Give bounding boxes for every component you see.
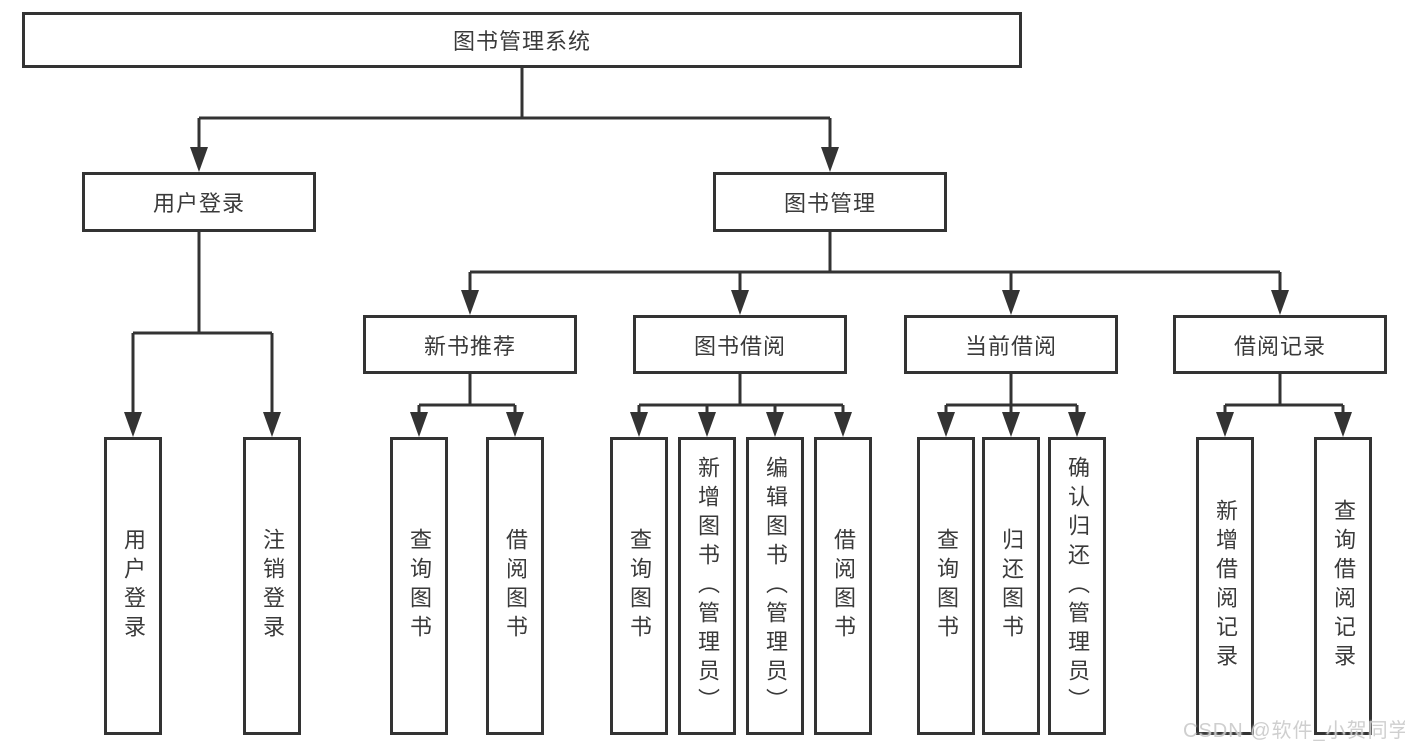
node-label: 图书管理 [783,191,876,216]
leaf-label: 查询图书 [407,528,432,644]
node-label: 当前借阅 [964,333,1057,359]
leaf-label: 查询图书 [934,528,959,644]
node-label: 图书借阅 [693,333,786,359]
leaf-add-books-admin: 新增图书（管理员） [678,437,736,735]
node-user-login-branch: 用户登录 [82,172,316,232]
leaf-confirm-return-admin: 确认归还（管理员） [1048,437,1106,735]
leaf-logout: 注销登录 [243,437,301,735]
leaf-add-borrow-record: 新增借阅记录 [1196,437,1254,735]
leaf-query-books-borrow: 查询图书 [610,437,668,735]
node-label: 用户登录 [152,191,245,216]
leaf-query-books-current: 查询图书 [917,437,975,735]
node-current-borrow: 当前借阅 [904,315,1118,374]
connector-strokes [131,68,1345,415]
node-book-management-branch: 图书管理 [713,172,947,232]
leaf-label: 借阅图书 [831,528,856,644]
leaf-borrow-books: 借阅图书 [814,437,872,735]
leaf-label: 确认归还（管理员） [1065,455,1090,717]
leaf-borrow-books-recommend: 借阅图书 [486,437,544,735]
node-book-borrow: 图书借阅 [633,315,847,374]
leaf-label: 用户登录 [121,528,146,644]
leaf-label: 借阅图书 [503,528,528,644]
leaf-label: 查询图书 [627,528,652,644]
leaf-user-login: 用户登录 [104,437,162,735]
node-library-management-system: 图书管理系统 [22,12,1022,68]
node-label: 新书推荐 [423,333,516,359]
leaf-edit-books-admin: 编辑图书（管理员） [746,437,804,735]
leaf-label: 归还图书 [999,528,1024,644]
node-label: 图书管理系统 [452,29,591,54]
leaf-query-borrow-record: 查询借阅记录 [1314,437,1372,735]
csdn-watermark: CSDN @软件_小贺同学 [1183,720,1405,742]
arrowheads [124,147,1352,437]
leaf-label: 新增借阅记录 [1213,499,1238,673]
node-label: 借阅记录 [1233,333,1326,359]
leaf-query-books-recommend: 查询图书 [390,437,448,735]
leaf-label: 注销登录 [260,528,285,644]
leaf-return-books: 归还图书 [982,437,1040,735]
leaf-label: 查询借阅记录 [1331,499,1356,673]
leaf-label: 新增图书（管理员） [695,455,720,717]
leaf-label: 编辑图书（管理员） [763,455,788,717]
node-new-book-recommend: 新书推荐 [363,315,577,374]
node-borrow-records: 借阅记录 [1173,315,1387,374]
